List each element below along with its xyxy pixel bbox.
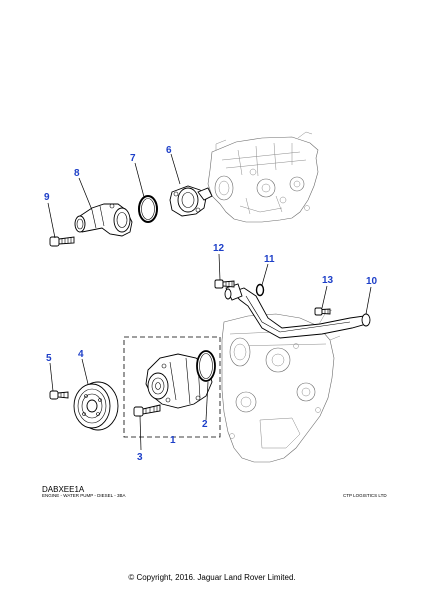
callout-6: 6 bbox=[166, 145, 172, 156]
callout-12: 12 bbox=[213, 243, 225, 254]
coolant-elbow bbox=[74, 203, 133, 237]
callout-11: 11 bbox=[264, 254, 275, 265]
diagram-code: DABXEE1A bbox=[42, 485, 85, 494]
bolt-3-icon bbox=[133, 404, 161, 417]
thermostat-housing bbox=[169, 185, 213, 217]
callout-7: 7 bbox=[130, 153, 136, 164]
callout-2: 2 bbox=[202, 419, 208, 430]
upper-engine-block bbox=[207, 131, 319, 223]
o-ring-2-icon bbox=[196, 350, 216, 382]
lower-engine-block bbox=[221, 309, 341, 463]
o-ring-11-icon bbox=[255, 283, 265, 297]
copyright-notice: © Copyright, 2016. Jaguar Land Rover Lim… bbox=[128, 573, 296, 582]
callout-10: 10 bbox=[366, 276, 378, 287]
pulley-4-icon bbox=[73, 381, 119, 431]
callout-1: 1 bbox=[170, 435, 176, 446]
callout-8: 8 bbox=[74, 168, 80, 179]
coolant-pipe bbox=[224, 283, 371, 339]
vendor-label: CTP LOGISTICS LTD bbox=[343, 493, 387, 498]
callout-13: 13 bbox=[322, 275, 334, 286]
callout-5: 5 bbox=[46, 353, 52, 364]
water-pump-assembly bbox=[123, 336, 221, 438]
bolt-13-icon bbox=[314, 307, 331, 316]
callouts: 1 2 3 4 5 6 7 8 9 10 11 12 13 bbox=[44, 145, 378, 463]
o-ring-7-icon bbox=[138, 195, 158, 223]
bolt-5-icon bbox=[49, 390, 69, 400]
bolt-12-icon bbox=[214, 279, 235, 289]
bolt-9-icon bbox=[49, 236, 75, 247]
callout-3: 3 bbox=[137, 452, 143, 463]
callout-9: 9 bbox=[44, 192, 50, 203]
callout-4: 4 bbox=[78, 349, 84, 360]
leader-lines bbox=[47, 153, 372, 451]
diagram-title: ENGINE - WATER PUMP - DIESEL - 3BA bbox=[42, 493, 126, 498]
